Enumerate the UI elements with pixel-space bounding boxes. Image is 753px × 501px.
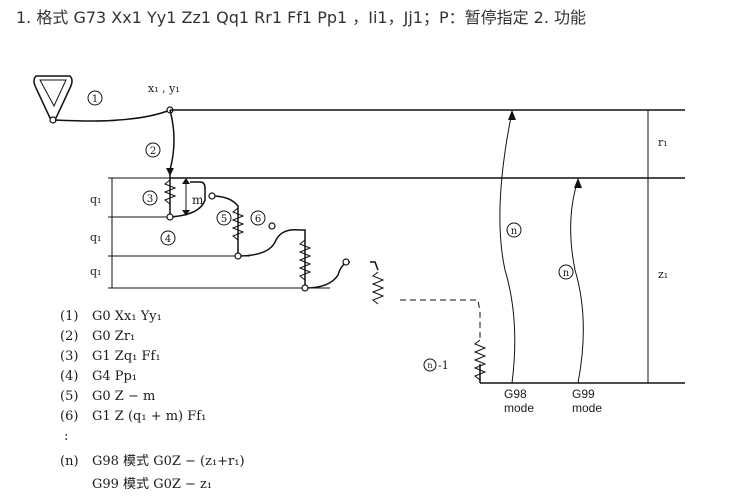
note-2-text: G99 模式 G0Z − z₁ [92,477,212,492]
svg-text:1: 1 [92,94,98,105]
step-6-num: (6) [60,409,78,424]
ellipsis: : [64,429,68,444]
step-2-text: G0 Zr₁ [92,329,135,344]
g99-label: G99 [572,387,595,401]
step-circle-3: 3 [142,190,158,206]
step-circle-2: 2 [145,142,161,158]
svg-text:3: 3 [147,194,153,205]
approach-path [54,109,171,122]
z-label: z₁ [658,268,668,281]
step-1-num: (1) [60,309,78,324]
svg-text:n: n [427,361,432,370]
svg-text:5: 5 [221,214,227,225]
q-label-3: q₁ [90,265,101,278]
svg-text:-1: -1 [438,359,449,372]
step-circle-6: 6 [250,210,266,226]
step-4-num: (4) [60,369,78,384]
m-label: m [192,193,204,207]
q-label-2: q₁ [90,231,101,244]
r-label: r₁ [658,136,668,149]
n-circle-g99: n [558,264,574,280]
svg-text:n: n [563,268,570,279]
note-1-text: G98 模式 G0Z − (z₁+r₁) [92,454,245,469]
step-5-text: G0 Z − m [92,389,155,404]
svg-text:6: 6 [255,214,261,225]
g98-mode-label: mode [504,401,534,415]
n-circle-g98: n [506,222,522,238]
tool-icon [33,75,73,124]
step-circle-1: 1 [87,90,103,106]
step-3-num: (3) [60,349,78,364]
q-label-1: q₁ [90,193,101,206]
svg-text:2: 2 [150,146,156,157]
point-label: x₁ , y₁ [148,82,180,95]
g98-label: G98 [504,387,527,401]
svg-text:4: 4 [165,234,171,245]
step-circle-4: 4 [160,230,176,246]
g99-mode-label: mode [572,401,602,415]
step-3-text: G1 Zq₁ Ff₁ [92,349,161,364]
step-6-text: G1 Z (q₁ + m) Ff₁ [92,409,206,424]
svg-text:n: n [511,226,518,237]
n-minus-1-label: n -1 [423,358,449,372]
step-circle-5: 5 [216,210,232,226]
step-5-num: (5) [60,389,78,404]
step-4-text: G4 Pp₁ [92,369,137,384]
page-title: 1. 格式 G73 Xx1 Yy1 Zz1 Qq1 Rr1 Ff1 Pp1 ，I… [16,8,587,27]
step-2-num: (2) [60,329,78,344]
step-1-text: G0 Xx₁ Yy₁ [92,309,162,324]
note-1-num: (n) [60,454,79,469]
